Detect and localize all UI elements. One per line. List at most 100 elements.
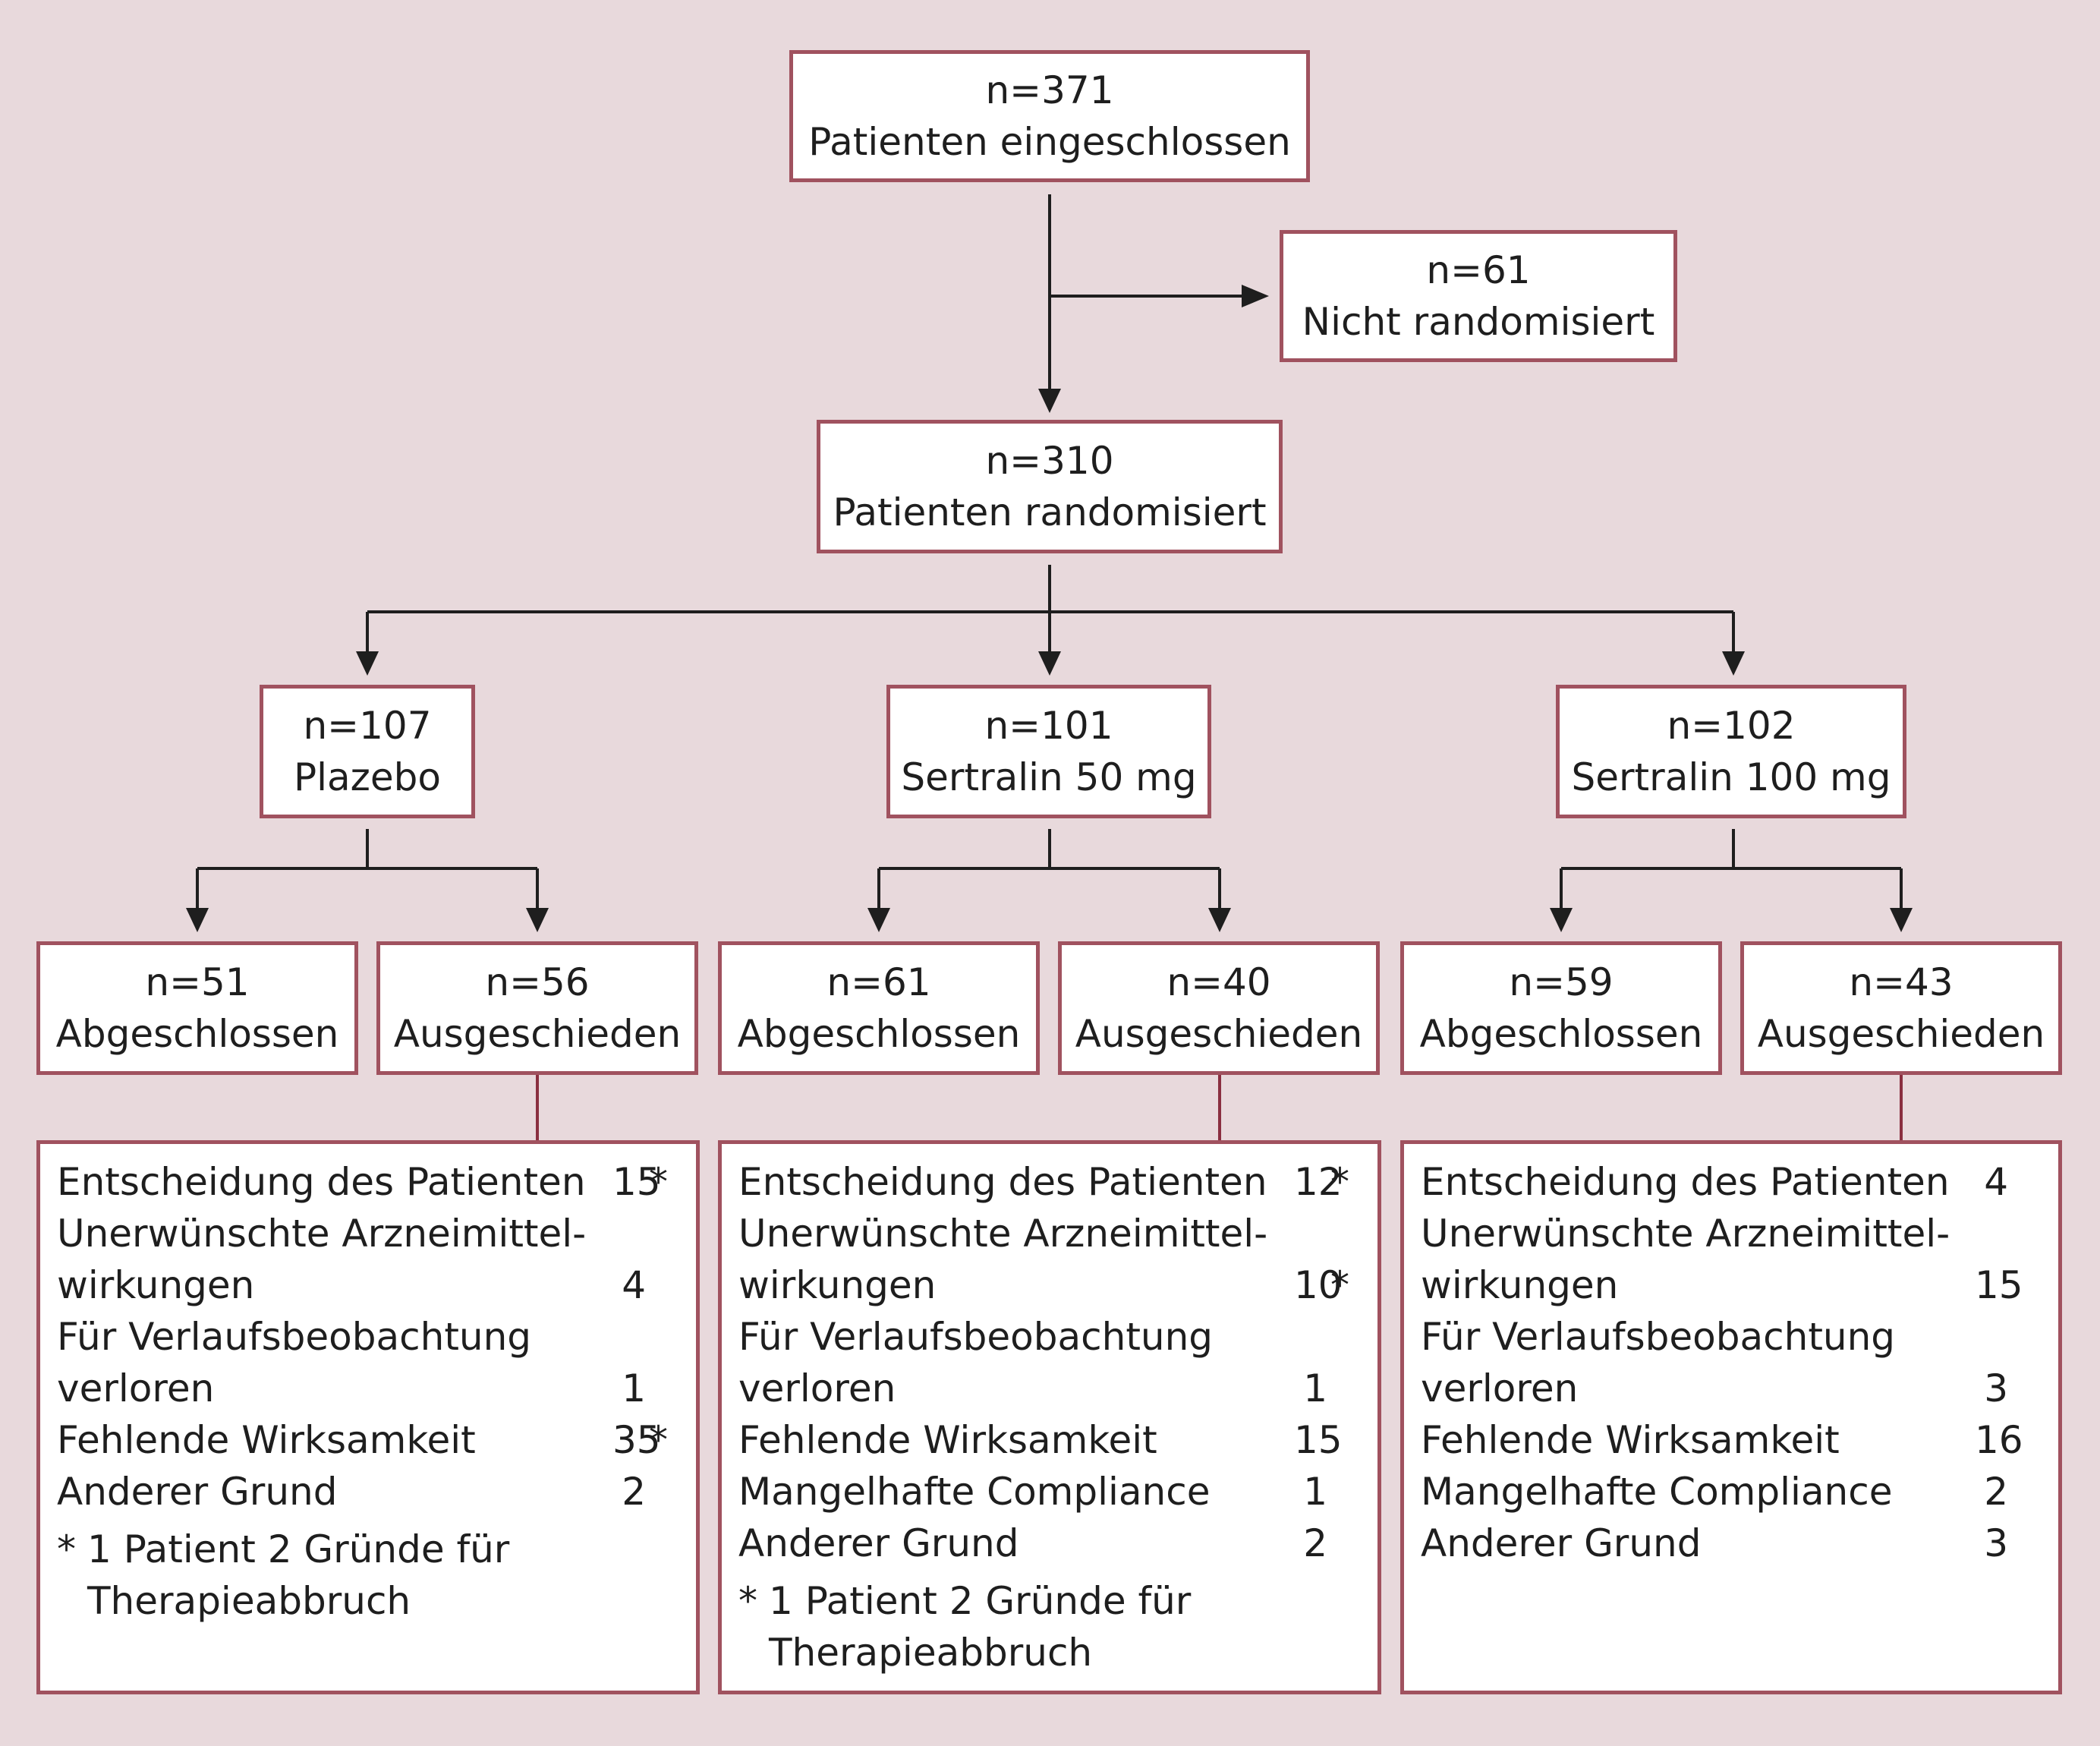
footnote-mark: *: [649, 1160, 668, 1204]
box-dropped-sertralin-100: n=43 Ausgeschieden: [1740, 941, 2062, 1075]
reason-count: 4: [1984, 1160, 2008, 1204]
reason-label: Entscheidung des Patienten: [57, 1160, 586, 1204]
box-randomized: n=310 Patienten randomisiert: [817, 420, 1283, 553]
footnote-mark: [646, 1311, 676, 1363]
not-randomized-count: n=61: [1426, 248, 1531, 292]
footnote-mark: [646, 1208, 676, 1259]
arrow-down-icon: [1550, 908, 1573, 932]
reason-row: Für Verlaufsbeobachtung: [57, 1311, 676, 1363]
box-dropped-sertralin-50: n=40 Ausgeschieden: [1058, 941, 1380, 1075]
reason-label: Mangelhafte Compliance: [1421, 1470, 1893, 1514]
reason-row: Unerwünschte Arzneimittel-: [57, 1208, 676, 1259]
reason-count: 15: [1294, 1418, 1343, 1462]
reason-row: verloren 3: [1421, 1363, 2039, 1414]
arrow-down-icon: [1038, 651, 1061, 676]
dropped-label: Ausgeschieden: [1757, 1012, 2045, 1056]
footnote-mark: [1327, 1311, 1358, 1363]
footnote-text: 1 Patient 2 Gründe für Therapieabbruch: [769, 1579, 1192, 1675]
arm-count: n=102: [1667, 704, 1796, 748]
box-not-randomized: n=61 Nicht randomisiert: [1280, 230, 1677, 362]
reason-label: Mangelhafte Compliance: [738, 1470, 1211, 1514]
dropped-label: Ausgeschieden: [1075, 1012, 1363, 1056]
reason-label: wirkungen: [57, 1263, 255, 1307]
reason-label: Anderer Grund: [1421, 1521, 1702, 1565]
footnote-mark: [2008, 1156, 2039, 1208]
footnote-mark: [1327, 1208, 1358, 1259]
arrow-down-icon: [1038, 389, 1061, 413]
arrow-down-icon: [356, 651, 379, 676]
footnote-mark: [1327, 1414, 1358, 1466]
arrow-down-icon: [1890, 908, 1913, 932]
reason-label: verloren: [1421, 1366, 1579, 1410]
reason-count: 1: [1303, 1366, 1327, 1410]
reason-count: [612, 1208, 646, 1259]
footnote-mark: [2008, 1414, 2039, 1466]
arm-label: Sertralin 50 mg: [901, 755, 1197, 799]
box-completed-placebo: n=51 Abgeschlossen: [36, 941, 358, 1075]
reason-row: Unerwünschte Arzneimittel-: [738, 1208, 1358, 1259]
completed-label: Abgeschlossen: [55, 1012, 339, 1056]
reason-label: Entscheidung des Patienten: [738, 1160, 1267, 1204]
reason-count: 35: [612, 1418, 661, 1462]
footnote-mark: [2008, 1259, 2039, 1311]
reason-count: 15: [612, 1160, 661, 1204]
reason-label: Fehlende Wirksamkeit: [1421, 1418, 1840, 1462]
reason-label: Für Verlaufsbeobachtung: [1421, 1315, 1896, 1359]
arm-label: Plazebo: [293, 755, 442, 799]
footnote-mark: [2008, 1208, 2039, 1259]
reason-label: Entscheidung des Patienten: [1421, 1160, 1950, 1204]
randomized-count: n=310: [985, 439, 1114, 483]
completed-label: Abgeschlossen: [1419, 1012, 1703, 1056]
not-randomized-label: Nicht randomisiert: [1302, 300, 1655, 344]
box-completed-sertralin-100: n=59 Abgeschlossen: [1400, 941, 1722, 1075]
arrow-down-icon: [1208, 908, 1231, 932]
footnote-mark: *: [57, 1527, 76, 1571]
box-arm-sertralin-100: n=102 Sertralin 100 mg: [1556, 685, 1906, 818]
reason-count: [1975, 1208, 2008, 1259]
box-completed-sertralin-50: n=61 Abgeschlossen: [718, 941, 1040, 1075]
dropped-count: n=56: [485, 960, 590, 1004]
box-enrolled: n=371 Patienten eingeschlossen: [789, 50, 1310, 182]
reason-count: 3: [1984, 1366, 2008, 1410]
footnote-mark: [646, 1363, 676, 1414]
footnote-mark: [1327, 1466, 1358, 1518]
footnote-text: 1 Patient 2 Gründe für Therapieabbruch: [87, 1527, 510, 1623]
footnote: *1 Patient 2 Gründe für Therapieabbruch: [738, 1575, 1358, 1678]
arm-count: n=107: [303, 704, 432, 748]
reason-label: Unerwünschte Arzneimittel-: [738, 1212, 1268, 1256]
reason-count: 12: [1294, 1160, 1343, 1204]
arrow-right-icon: [1242, 285, 1269, 307]
footnote-mark: [1327, 1363, 1358, 1414]
reason-count: [1975, 1311, 2008, 1363]
reason-count: [612, 1311, 646, 1363]
reason-label: verloren: [738, 1366, 896, 1410]
reason-row: Entscheidung des Patienten 4: [1421, 1156, 2039, 1208]
reason-label: Fehlende Wirksamkeit: [738, 1418, 1157, 1462]
arm-count: n=101: [984, 704, 1113, 748]
footnote-mark: [2008, 1466, 2039, 1518]
reason-row: verloren 1: [738, 1363, 1358, 1414]
reason-label: Anderer Grund: [57, 1470, 338, 1514]
box-dropped-placebo: n=56 Ausgeschieden: [376, 941, 698, 1075]
dropped-count: n=40: [1166, 960, 1271, 1004]
reason-label: wirkungen: [1421, 1263, 1619, 1307]
footnote-mark: [2008, 1363, 2039, 1414]
reason-label: Für Verlaufsbeobachtung: [57, 1315, 532, 1359]
reason-label: Für Verlaufsbeobachtung: [738, 1315, 1214, 1359]
reason-row: Für Verlaufsbeobachtung: [1421, 1311, 2039, 1363]
footnote-mark: [2008, 1518, 2039, 1569]
reason-row: Für Verlaufsbeobachtung: [738, 1311, 1358, 1363]
completed-count: n=61: [826, 960, 931, 1004]
arm-label: Sertralin 100 mg: [1571, 755, 1891, 799]
